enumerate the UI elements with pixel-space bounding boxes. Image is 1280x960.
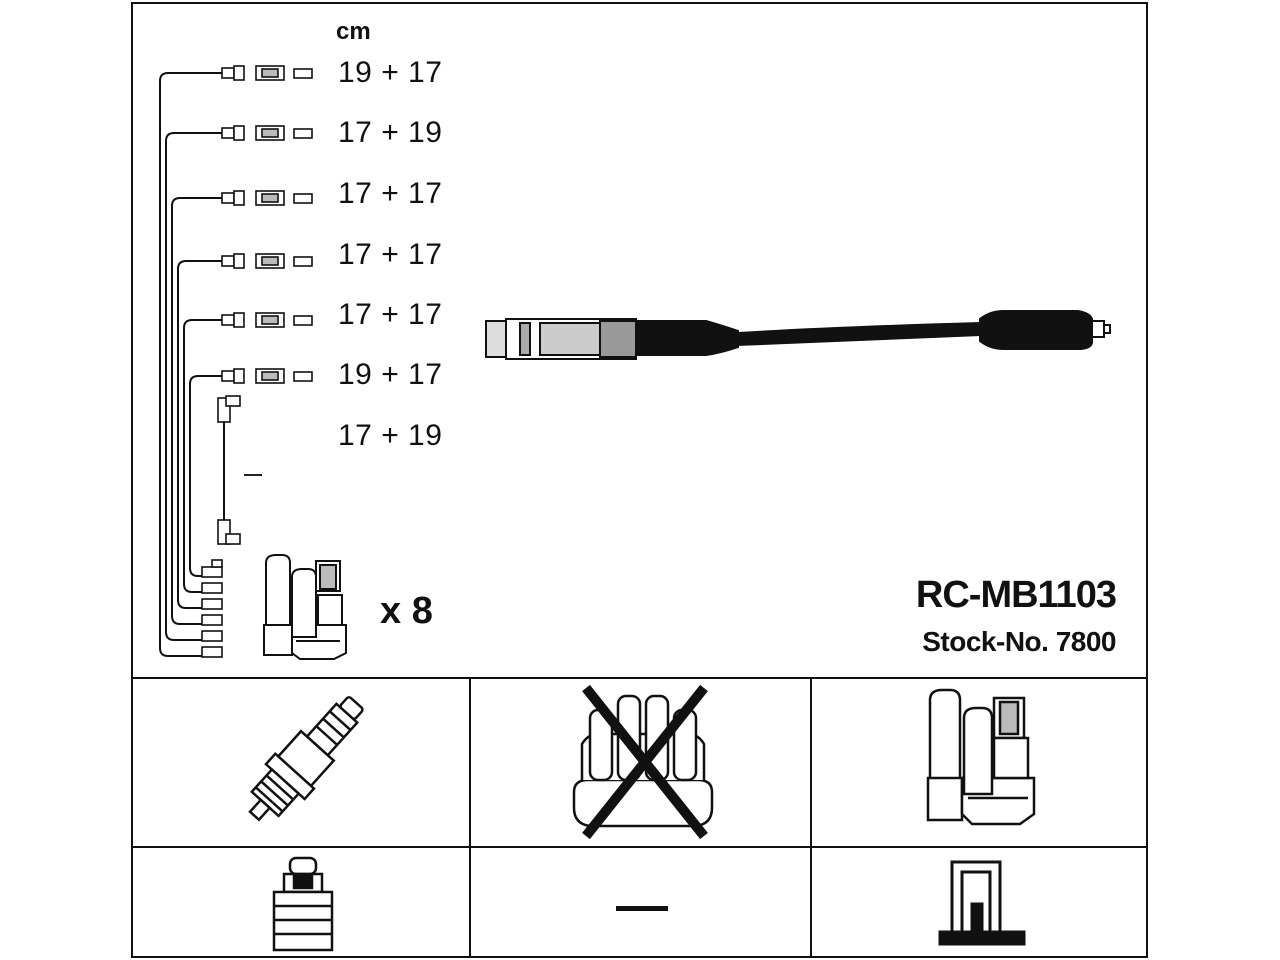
lead-set-diagram (159, 65, 313, 658)
lead-length-3: 17 + 17 (338, 177, 443, 210)
ignition-coil-small-icon (263, 554, 347, 660)
divider-horizontal-2 (131, 846, 1148, 848)
quantity-label: x 8 (380, 590, 433, 632)
ignition-coil-icon (926, 688, 1036, 826)
diagram-frame (131, 2, 1148, 958)
lead-length-1: 19 + 17 (338, 56, 443, 89)
divider-horizontal-1 (131, 677, 1148, 679)
distributor-cap-icon (572, 684, 714, 840)
part-number: RC-MB1103 (915, 574, 1117, 616)
lead-length-7: 17 + 19 (338, 419, 443, 452)
dash-icon (616, 906, 668, 911)
divider-vertical-2 (810, 677, 812, 958)
divider-vertical-1 (469, 677, 471, 958)
ignition-lead-main-icon (485, 310, 1111, 360)
spark-plug-terminal-icon (272, 856, 334, 952)
lead-length-2: 17 + 19 (338, 116, 443, 149)
lead-length-4: 17 + 17 (338, 238, 443, 271)
unit-label: cm (336, 18, 371, 45)
lead-length-6: 19 + 17 (338, 358, 443, 391)
coil-tower-connector-icon (938, 860, 1026, 946)
stock-number: Stock-No. 7800 (922, 626, 1116, 657)
spark-plug-icon (248, 696, 364, 822)
jumper-dash-icon (244, 474, 262, 476)
lead-length-5: 17 + 17 (338, 298, 443, 331)
